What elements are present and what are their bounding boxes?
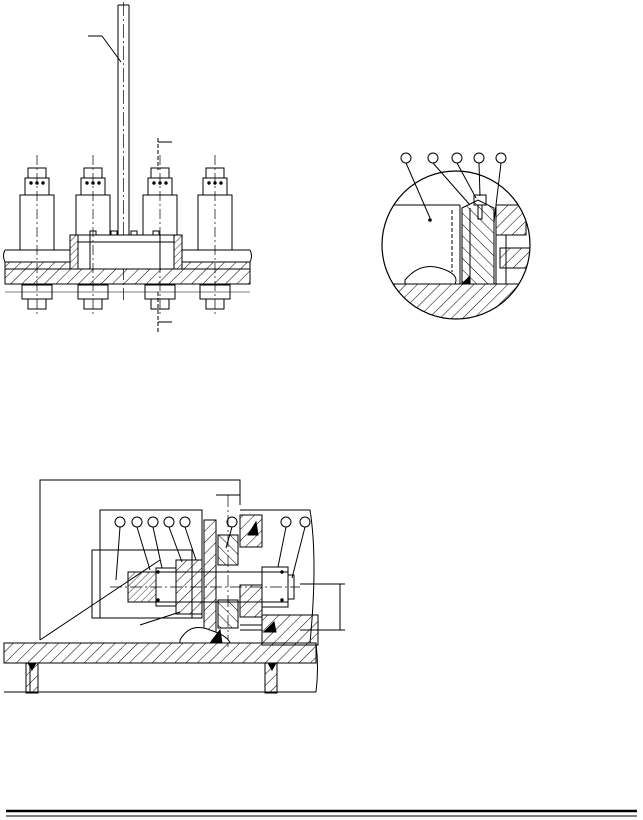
callout-circle [299,516,311,528]
section-marker-top [157,138,172,170]
flange-bolting-elevation [3,2,252,334]
bolt-jack-4 [197,155,233,315]
detail-circle-section [381,152,531,320]
callout-circle [131,516,143,528]
callout-circle [400,152,412,164]
detail-callouts [400,152,507,223]
bolt-jack-2 [75,155,111,315]
callout-circle [163,516,175,528]
callout-circle [179,516,191,528]
center-clamp [69,230,183,270]
callout-circle [280,516,292,528]
assembly-callouts [114,516,311,581]
callout-circle [473,152,485,164]
callout-circle [451,152,463,164]
footer-rule [6,809,637,817]
callout-circle [427,152,439,164]
callout-circle [226,516,238,528]
bolt-jack-3 [142,155,178,315]
bolt-assembly-section [3,479,345,694]
callout-circle [114,516,126,528]
rod-leader [88,35,122,63]
callout-circle [495,152,507,164]
callout-circle [147,516,159,528]
bolt-jack-1 [19,155,55,315]
